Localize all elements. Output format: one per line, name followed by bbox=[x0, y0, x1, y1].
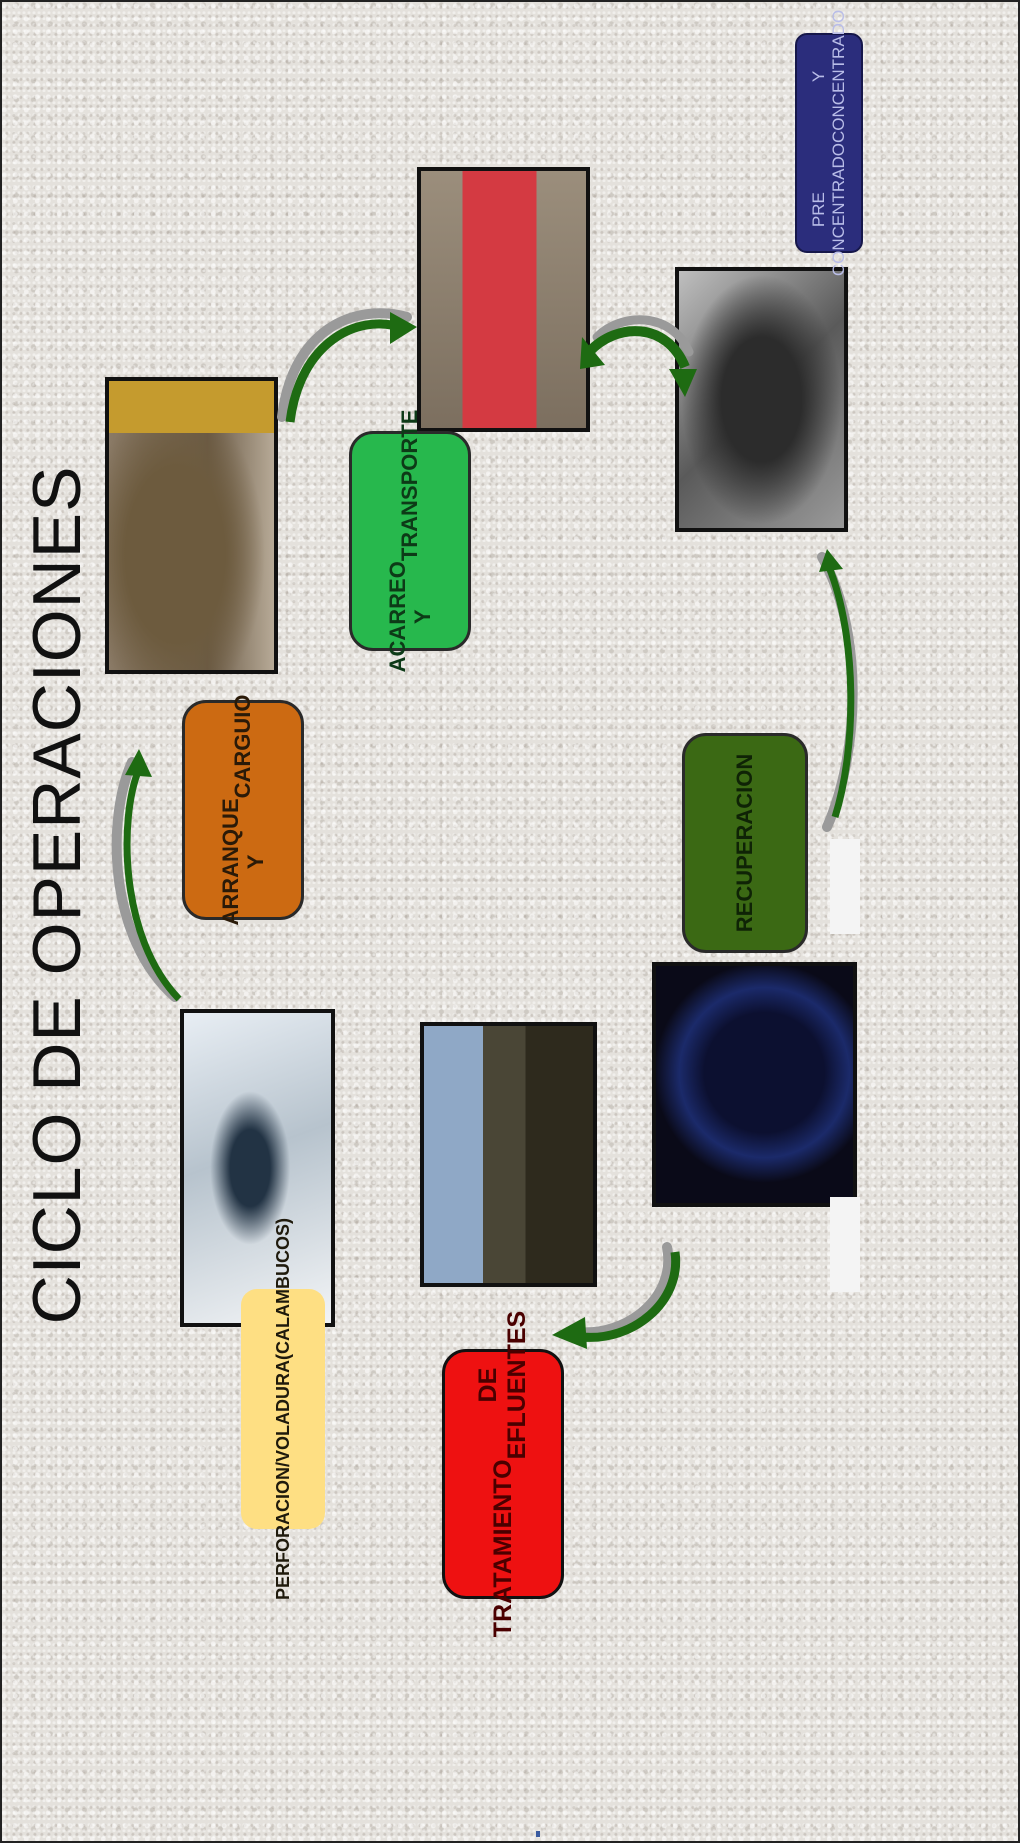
stage-label: TRANSPORTE bbox=[397, 409, 423, 562]
stage-arranque: ARRANQUE Y CARGUIO bbox=[182, 694, 304, 926]
curved-arrow-icon bbox=[277, 308, 417, 423]
dump-truck-photo bbox=[417, 167, 590, 432]
curved-arrow-icon bbox=[552, 1242, 681, 1349]
white-strip bbox=[830, 1197, 860, 1292]
stage-label: RECUPERACION bbox=[732, 753, 758, 933]
white-strip bbox=[830, 839, 860, 934]
curved-arrow-icon bbox=[580, 315, 697, 397]
curved-arrow-icon bbox=[111, 749, 182, 1002]
stage-tratamiento: TRATAMIENTO DE EFLUENTES bbox=[442, 1311, 564, 1637]
excavator-photo bbox=[105, 377, 278, 674]
processing-plant-photo bbox=[675, 267, 848, 532]
stage-recuperacion: RECUPERACION bbox=[682, 733, 808, 953]
stage-label: Y CONCENTRADO bbox=[809, 9, 848, 143]
stage-label: TRATAMIENTO bbox=[488, 1459, 517, 1638]
stage-preconcentrado: PRE CONCENTRADO Y CONCENTRADO bbox=[795, 10, 863, 276]
slide-mark bbox=[536, 1831, 540, 1837]
blasting-photo bbox=[180, 1009, 335, 1327]
stage-label: DE EFLUENTES bbox=[474, 1310, 531, 1460]
diagram-title: CICLO DE OPERACIONES bbox=[19, 465, 95, 1325]
stage-label: ACARREO Y bbox=[384, 561, 435, 673]
stage-label: PERFORACION/VOLADURA bbox=[272, 1359, 293, 1600]
curved-arrow-icon bbox=[817, 549, 858, 832]
stage-label: ARRANQUE Y bbox=[217, 798, 268, 926]
stage-label: (CALAMBUCOS) bbox=[272, 1218, 293, 1360]
tailings-pond-photo bbox=[652, 962, 857, 1207]
stage-label: CARGUIO bbox=[230, 694, 256, 799]
stage-perforacion: PERFORACION/VOLADURA (CALAMBUCOS) bbox=[241, 1218, 325, 1600]
effluent-treatment-photo bbox=[420, 1022, 597, 1287]
stage-label: PRE CONCENTRADO bbox=[809, 143, 848, 277]
stage-acarreo: ACARREO Y TRANSPORTE bbox=[349, 410, 471, 672]
